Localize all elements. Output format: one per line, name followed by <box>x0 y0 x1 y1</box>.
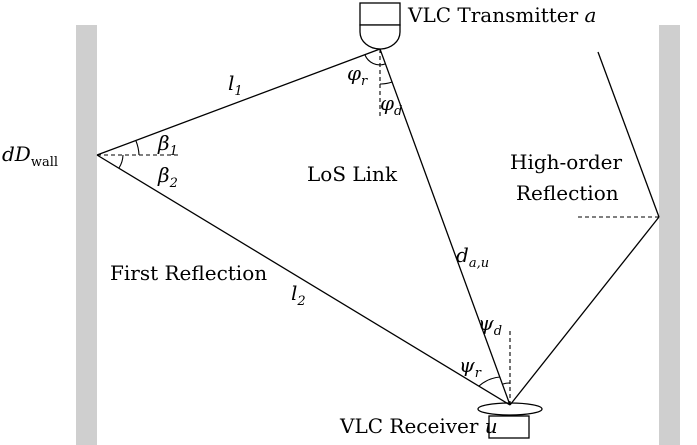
l2-label: l2 <box>291 281 306 309</box>
transmitter-label: VLC Transmitter a <box>407 3 596 27</box>
high-order-label-2: Reflection <box>516 181 619 205</box>
phi-d-arc <box>379 81 393 85</box>
right-wall <box>659 25 680 445</box>
high-order-path-2 <box>597 51 660 218</box>
l1-path <box>96 48 381 156</box>
dDwall-label: dDwall <box>2 142 58 170</box>
receiver-label: VLC Receiver u <box>339 414 498 438</box>
phi-d-label: φd <box>380 91 402 119</box>
psi-d-label: ψd <box>478 311 502 339</box>
l1-label: l1 <box>228 71 243 99</box>
phi-r-arc <box>364 54 386 66</box>
left-wall <box>76 25 97 445</box>
psi-d-arc <box>502 382 511 385</box>
beta2-label: β2 <box>157 163 178 191</box>
transmitter-icon <box>359 2 401 50</box>
psi-r-label: ψr <box>459 353 482 381</box>
beta1-label: β1 <box>157 131 178 159</box>
psi-r-arc <box>478 376 501 387</box>
receiver-icon <box>477 402 543 439</box>
l2-path <box>96 154 511 406</box>
beta2-arc <box>118 154 124 169</box>
phi-r-label: φr <box>347 61 368 89</box>
high-order-path-1 <box>509 216 660 406</box>
beta1-arc <box>135 140 140 156</box>
los-link-label: LoS Link <box>307 162 398 186</box>
d-au-label: da,u <box>456 243 489 271</box>
high-order-label-1: High-order <box>510 150 623 174</box>
los-path <box>379 48 511 406</box>
first-reflection-label: First Reflection <box>110 261 267 285</box>
